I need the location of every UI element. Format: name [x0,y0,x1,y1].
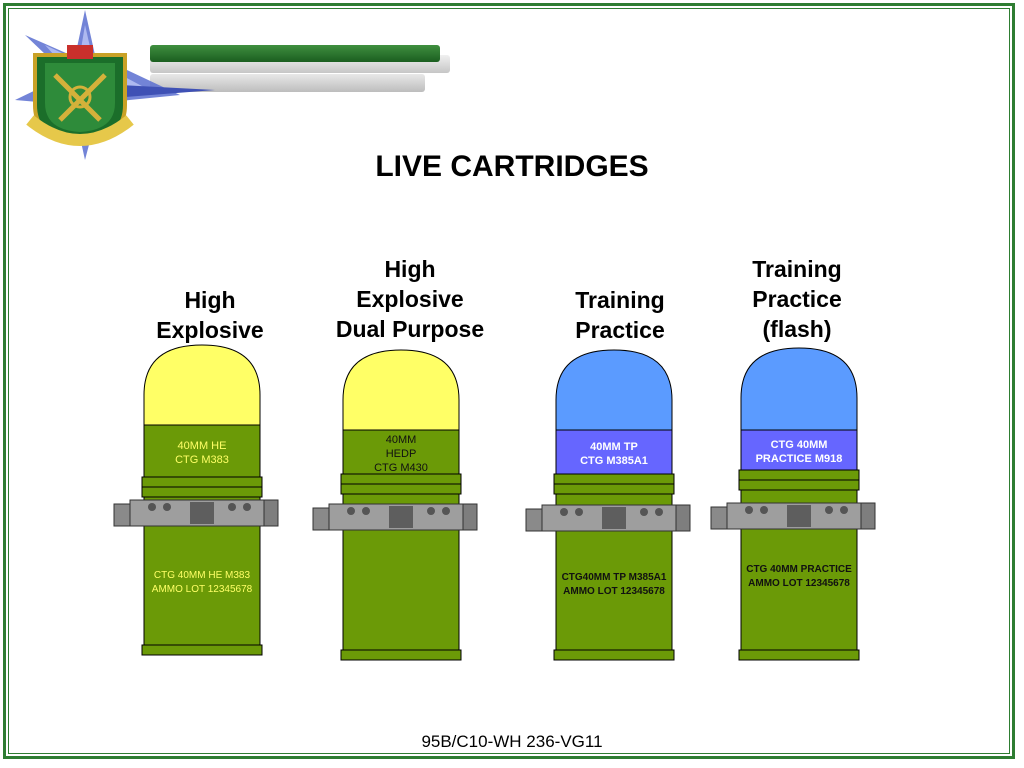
rotating-band [141,476,263,488]
link-clip-end [312,507,332,531]
warhead-nose [143,344,261,426]
warhead-nose [555,349,673,431]
case-rim [738,649,860,661]
link-clip-end [675,504,691,532]
rotating-band [340,483,462,495]
case-marking: AMMO LOT 12345678 [748,578,850,589]
link-clip-end [113,503,133,527]
rotating-band [141,486,263,498]
band-marking: CTG M383 [175,454,229,466]
link-clip-end [525,508,545,532]
band-marking: PRACTICE M918 [756,453,843,465]
case-marking: CTG 40MM PRACTICE [746,564,852,575]
link-clip-end [860,502,876,530]
shield-icon [26,45,134,146]
link-rivet [560,508,568,516]
header-bar-green [150,45,440,62]
slide-footer: 95B/C10-WH 236-VG11 [421,732,603,751]
rotating-band [738,479,860,491]
rotating-band [738,469,860,481]
link-rivet [163,503,171,511]
link-slot [389,506,413,528]
link-rivet [640,508,648,516]
label-high-explosive: High Explosive [156,287,264,343]
link-slot [787,505,811,527]
link-rivet [442,507,450,515]
link-rivet [575,508,583,516]
label-hedp: High Explosive Dual Purpose [335,256,485,342]
header-bar-gray-back [150,74,425,92]
case-marking: CTG 40MM HE M383 [154,570,251,581]
slide-inner-border [8,8,1010,754]
warhead-nose [740,347,858,431]
band-marking: CTG M430 [374,462,428,474]
military-police-crest-icon [15,10,215,160]
link-rivet [825,506,833,514]
slide-border [3,3,1015,759]
link-clip-end [263,499,279,527]
warhead-band [143,424,261,478]
link-rivet [228,503,236,511]
warhead-band [740,429,858,471]
band-marking: CTG 40MM [771,439,828,451]
warhead-nose [342,349,460,431]
case-marking: AMMO LOT 12345678 [152,584,253,595]
link-rivet [148,503,156,511]
slide-title: LIVE CARTRIDGES [375,150,649,183]
rotating-band [553,483,675,495]
case-marking: CTG40MM TP M385A1 [562,572,667,583]
link-rivet [362,507,370,515]
band-marking: 40MM HE [178,440,227,452]
link-rivet [427,507,435,515]
link-rivet [347,507,355,515]
case-rim [340,649,462,661]
case-rim [141,644,263,656]
link-rivet [243,503,251,511]
warhead-band [555,429,673,475]
link-clip-end [710,506,730,530]
band-marking: HEDP [386,448,417,460]
rotating-band [340,473,462,485]
link-rivet [655,508,663,516]
band-marking: CTG M385A1 [580,455,648,467]
link-clip-end [462,503,478,531]
label-training-practice: Training Practice [575,287,665,343]
case-rim [553,649,675,661]
label-training-practice-flash: Training Practice (flash) [752,256,842,342]
link-rivet [840,506,848,514]
case-marking: AMMO LOT 12345678 [563,586,665,597]
link-slot [602,507,626,529]
link-rivet [760,506,768,514]
link-slot [190,502,214,524]
band-marking: 40MM [386,434,417,446]
link-rivet [745,506,753,514]
band-marking: 40MM TP [590,441,638,453]
warhead-band [342,429,460,475]
rotating-band [553,473,675,485]
